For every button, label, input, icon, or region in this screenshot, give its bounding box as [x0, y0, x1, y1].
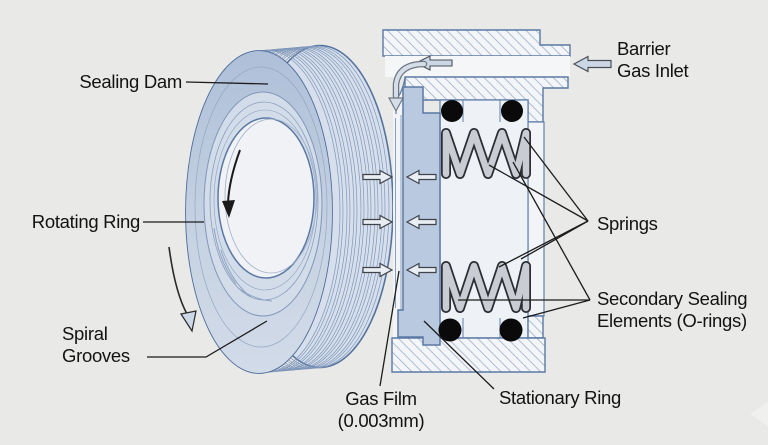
spiral-grooves-label: Spiral Grooves [62, 323, 130, 367]
spiral-grooves-line1: Spiral [62, 323, 108, 344]
gas-film-arrows [362, 169, 437, 278]
spring-top [441, 128, 531, 179]
housing-top-block [382, 29, 571, 57]
spring-bottom [441, 261, 531, 313]
sealing-dam-label-text: Sealing Dam [79, 71, 182, 92]
barrier-gas-inlet-arrow [572, 55, 612, 73]
stationary-ring-label: Stationary Ring [499, 387, 621, 409]
left-arrow-2 [405, 214, 437, 230]
gas-film-line2: (0.003mm) [337, 410, 425, 431]
left-arrow-1 [405, 169, 437, 185]
sealing-dam-label: Sealing Dam [20, 71, 182, 93]
rotating-ring-label: Rotating Ring [10, 211, 141, 233]
gas-film-gap [393, 95, 403, 340]
rotating-ring-label-text: Rotating Ring [31, 211, 141, 232]
leader-orings-3 [522, 299, 591, 319]
secondary-sealing-line1: Secondary Sealing [597, 288, 748, 309]
ring-bore-inner-wall-arc [224, 118, 318, 274]
down-flow-arrowhead [387, 97, 405, 113]
barrier-gas-inlet-label: Barrier Gas Inlet [617, 38, 689, 82]
leader-sealing-dam [185, 81, 269, 85]
faint-watermark-triangle [750, 402, 768, 426]
barrier-gas-flow [387, 55, 453, 113]
stationary-ring-label-text: Stationary Ring [499, 387, 621, 408]
housing-bottom-block [391, 337, 546, 373]
o-ring-bottom-left [438, 318, 462, 342]
o-ring-seats [462, 100, 501, 338]
o-ring-bottom-right [499, 318, 523, 342]
secondary-sealing-line2: Elements (O-rings) [597, 310, 747, 331]
springs-label-text: Springs [597, 213, 658, 234]
rotation-arrow-inner [222, 149, 241, 218]
leader-springs-1 [488, 164, 589, 222]
housing-bottom-tab [527, 315, 544, 339]
barrier-gas-line1: Barrier [617, 38, 671, 59]
secondary-sealing-label: Secondary Sealing Elements (O-rings) [597, 288, 748, 332]
ring-bore [217, 117, 315, 279]
rotating-ring-graphic [168, 44, 394, 374]
ring-face-arcs [194, 66, 328, 348]
leader-lines [143, 81, 591, 390]
gas-film-label: Gas Film (0.003mm) [322, 388, 440, 432]
leader-gas-film [379, 270, 400, 387]
leader-springs-2 [523, 136, 589, 222]
rotation-arrow-outer [168, 246, 197, 333]
leader-orings-1 [512, 161, 591, 301]
springs-label: Springs [597, 213, 658, 235]
leader-spiral-grooves [147, 320, 268, 358]
right-arrow-3 [362, 262, 394, 278]
o-ring-top-left [441, 100, 463, 122]
right-arrow-1 [362, 169, 394, 185]
gas-film-line1: Gas Film [345, 388, 417, 409]
spiral-grooves-line2: Grooves [62, 345, 130, 366]
left-arrow-3 [405, 262, 437, 278]
spiral-grooves-arcs [213, 227, 273, 302]
sealing-dam-band [186, 51, 333, 373]
leader-stationary-ring [423, 320, 495, 390]
o-rings [438, 100, 523, 342]
right-arrow-2 [362, 214, 394, 230]
barrier-gas-line2: Gas Inlet [617, 60, 689, 81]
o-ring-top-right [501, 100, 523, 122]
down-flow-arrow-fill [394, 62, 426, 98]
leader-springs-4 [520, 220, 589, 260]
